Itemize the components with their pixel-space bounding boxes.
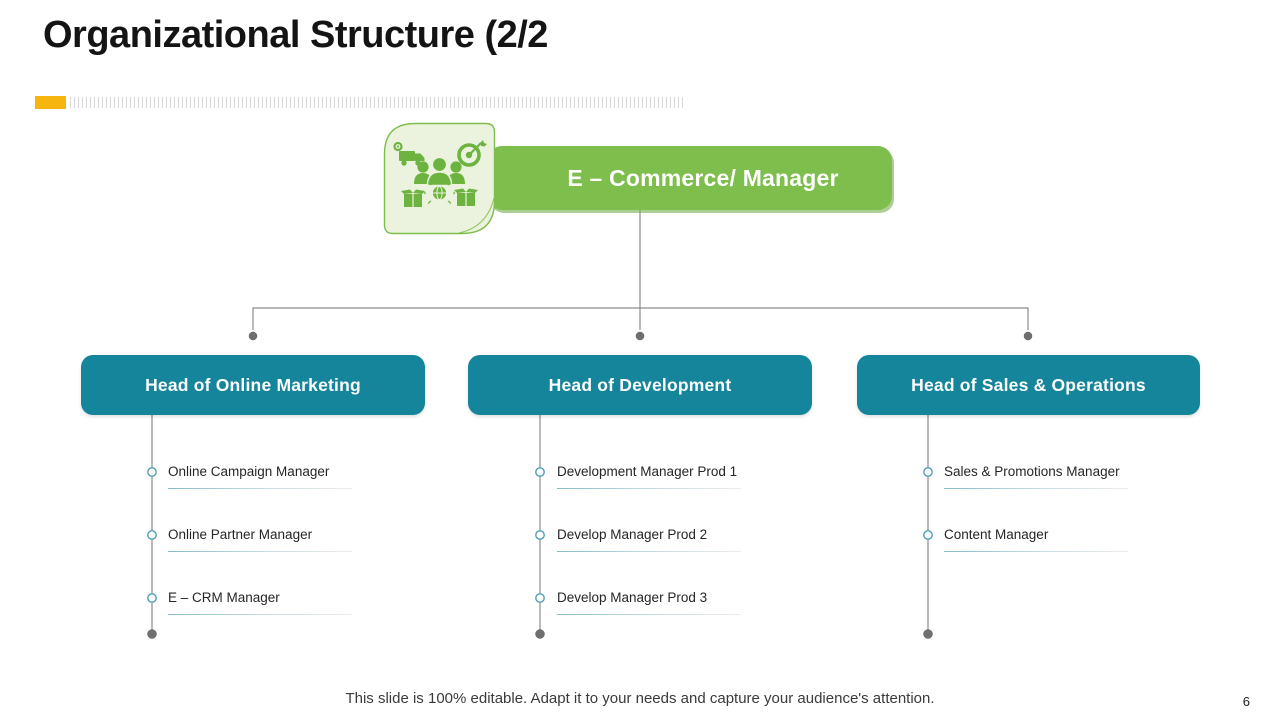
branch-node-sales-operations: Head of Sales & Operations [857,355,1200,415]
sub-item-underline [557,551,741,552]
sub-item-e-crm-manager: E – CRM Manager [168,590,280,605]
branch-node-development: Head of Development [468,355,812,415]
sub-item-underline [944,488,1128,489]
page-title: Organizational Structure (2/2 [43,14,548,56]
tick-divider-line [70,97,684,108]
root-icon-tile [383,122,496,235]
sub-item-underline [168,488,352,489]
sub-item-develop-manager-prod-2: Develop Manager Prod 2 [557,527,708,542]
sub-item-underline [557,488,741,489]
sub-item-development-manager-prod-1: Development Manager Prod 1 [557,464,738,479]
branch-label: Head of Sales & Operations [911,374,1146,395]
sub-item-content-manager: Content Manager [944,527,1049,542]
branch-label: Head of Development [548,374,732,395]
branch-node-online-marketing: Head of Online Marketing [81,355,425,415]
sub-item-underline [168,614,352,615]
accent-bar [35,96,66,109]
branch-label: Head of Online Marketing [145,374,361,395]
sub-item-underline [168,551,352,552]
sub-item-online-partner-manager: Online Partner Manager [168,527,313,542]
root-node-label: E – Commerce/ Manager [567,164,839,191]
footer-note: This slide is 100% editable. Adapt it to… [345,690,935,707]
ecommerce-distribution-icon [383,122,496,235]
sub-item-underline [944,551,1128,552]
sub-item-sales-promotions-manager: Sales & Promotions Manager [944,464,1120,479]
sub-item-develop-manager-prod-3: Develop Manager Prod 3 [557,590,708,605]
root-node: E – Commerce/ Manager [488,146,892,210]
page-number: 6 [1242,694,1250,709]
sub-item-underline [557,614,741,615]
sub-item-online-campaign-manager: Online Campaign Manager [168,464,330,479]
